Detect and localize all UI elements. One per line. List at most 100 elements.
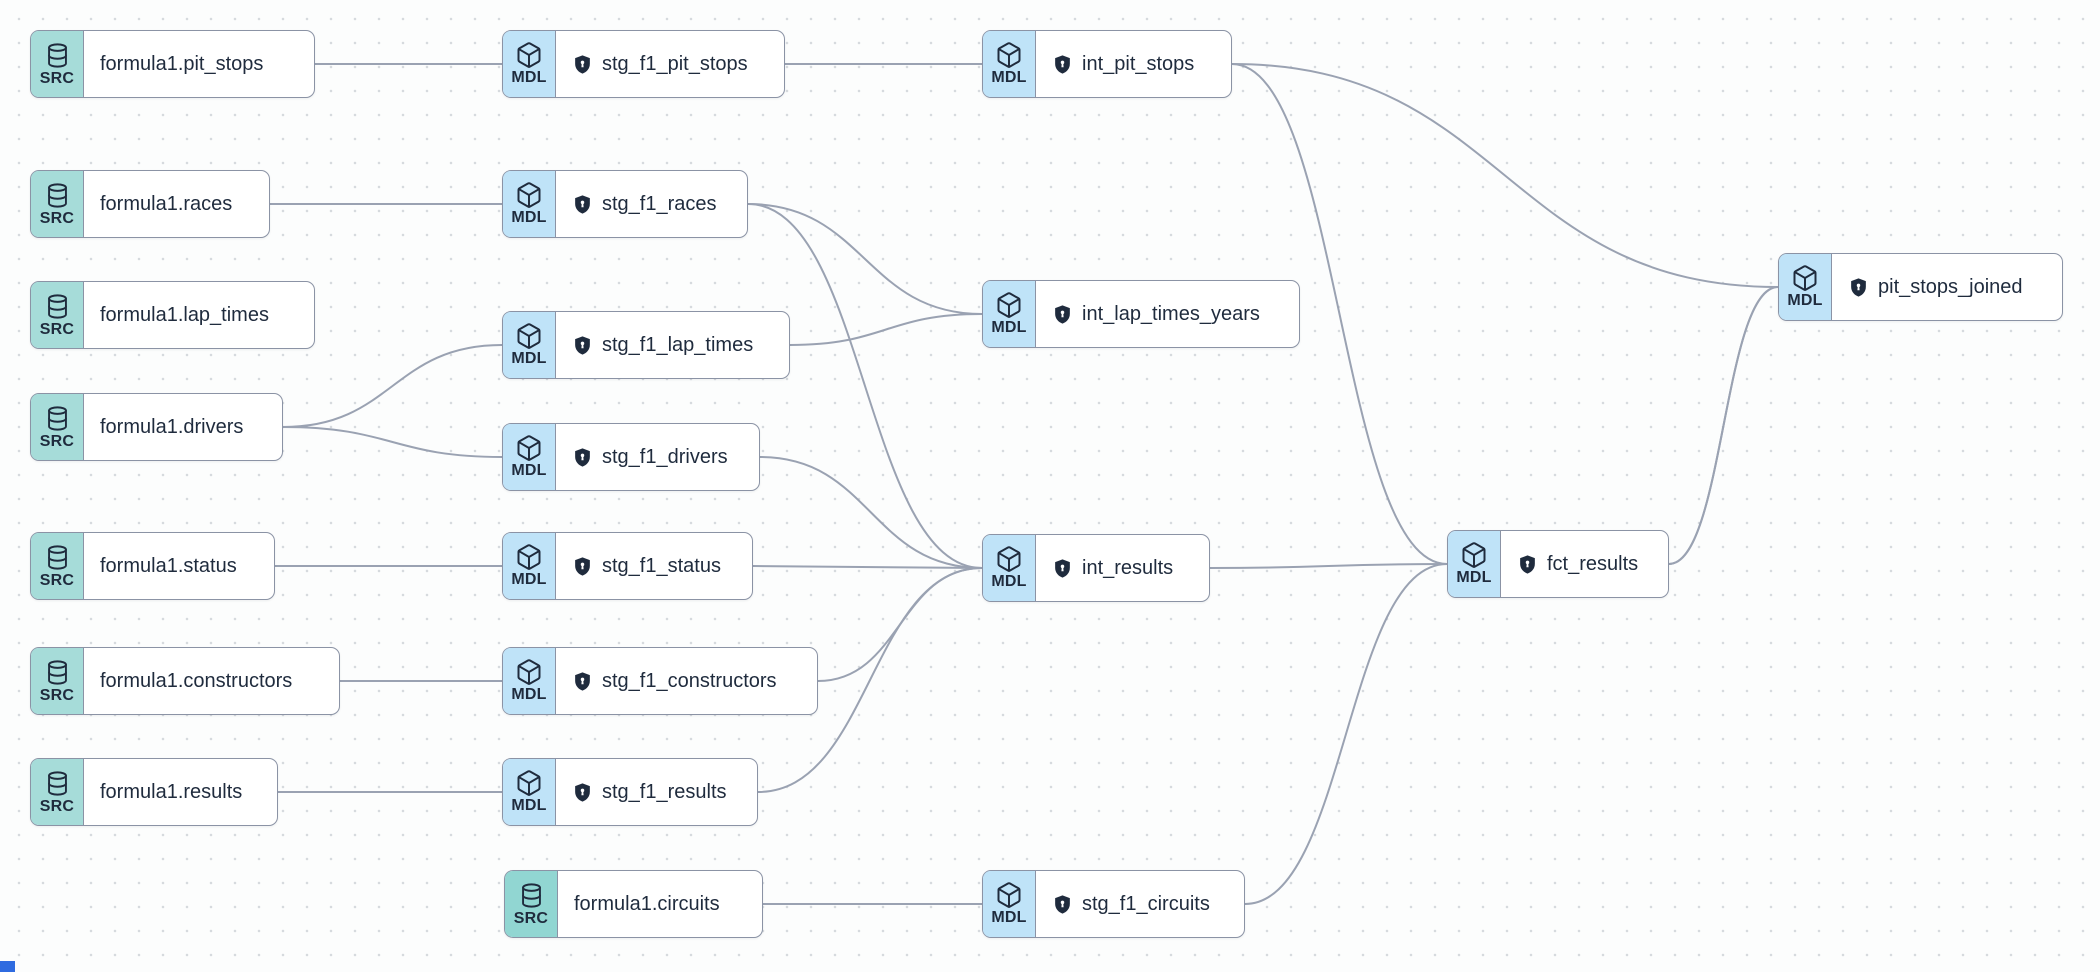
node-stg_races[interactable]: MDL stg_f1_races — [502, 170, 748, 238]
cube-icon — [515, 181, 543, 209]
cube-icon — [995, 545, 1023, 573]
node-badge-label: MDL — [511, 686, 547, 704]
node-badge-label: MDL — [511, 350, 547, 368]
edge-fct_results-to-pit_stops_joined — [1668, 286, 1779, 565]
node-label: stg_f1_constructors — [602, 669, 777, 692]
node-label: stg_f1_lap_times — [602, 333, 754, 356]
shield-icon — [1052, 894, 1073, 915]
node-label: formula1.races — [100, 192, 233, 215]
node-type-badge: SRC — [505, 871, 558, 937]
node-type-badge: MDL — [503, 759, 556, 825]
node-stg_constructors[interactable]: MDL stg_f1_constructors — [502, 647, 818, 715]
node-label: int_results — [1082, 556, 1174, 579]
node-badge-label: MDL — [991, 319, 1027, 337]
node-label-area: formula1.drivers — [84, 394, 255, 460]
node-type-badge: MDL — [1779, 254, 1832, 320]
node-label: stg_f1_races — [602, 192, 717, 215]
node-badge-label: MDL — [991, 69, 1027, 87]
node-label: formula1.pit_stops — [100, 52, 264, 75]
node-type-badge: SRC — [31, 533, 84, 599]
node-type-badge: MDL — [983, 871, 1036, 937]
viewport-corner-accent — [0, 961, 15, 972]
node-label-area: stg_f1_races — [556, 171, 729, 237]
node-label-area: formula1.status — [84, 533, 249, 599]
node-src_lap_times[interactable]: SRC formula1.lap_times — [30, 281, 315, 349]
node-badge-label: MDL — [511, 571, 547, 589]
node-src_constructors[interactable]: SRC formula1.constructors — [30, 647, 340, 715]
node-src_status[interactable]: SRC formula1.status — [30, 532, 275, 600]
node-badge-label: MDL — [991, 573, 1027, 591]
edge-stg_constructors-to-int_results — [817, 567, 983, 682]
node-label-area: int_lap_times_years — [1036, 281, 1272, 347]
node-label: stg_f1_status — [602, 554, 721, 577]
node-label: formula1.circuits — [574, 892, 720, 915]
node-type-badge: MDL — [983, 535, 1036, 601]
node-stg_results[interactable]: MDL stg_f1_results — [502, 758, 758, 826]
node-type-badge: SRC — [31, 759, 84, 825]
shield-icon — [572, 54, 593, 75]
node-label-area: stg_f1_lap_times — [556, 312, 765, 378]
node-label: formula1.constructors — [100, 669, 293, 692]
shield-icon — [572, 556, 593, 577]
shield-icon — [1052, 304, 1073, 325]
cube-icon — [995, 41, 1023, 69]
node-int_results[interactable]: MDL int_results — [982, 534, 1210, 602]
node-label-area: int_results — [1036, 535, 1185, 601]
node-src_pit_stops[interactable]: SRC formula1.pit_stops — [30, 30, 315, 98]
node-label-area: formula1.constructors — [84, 648, 304, 714]
node-label: formula1.results — [100, 780, 243, 803]
edge-int_results-to-fct_results — [1209, 563, 1448, 569]
edge-stg_status-to-int_results — [752, 565, 983, 569]
node-label: formula1.status — [100, 554, 237, 577]
database-icon — [44, 769, 71, 798]
node-label-area: fct_results — [1501, 531, 1650, 597]
node-label-area: stg_f1_constructors — [556, 648, 789, 714]
edge-stg_drivers-to-int_results — [759, 456, 983, 569]
node-label-area: formula1.pit_stops — [84, 31, 275, 97]
node-badge-label: MDL — [511, 797, 547, 815]
edge-stg_races-to-int_lap_times_years — [747, 203, 983, 315]
node-label: stg_f1_results — [602, 780, 727, 803]
node-stg_lap_times[interactable]: MDL stg_f1_lap_times — [502, 311, 790, 379]
node-type-badge: MDL — [983, 281, 1036, 347]
node-type-badge: MDL — [503, 312, 556, 378]
cube-icon — [515, 658, 543, 686]
edge-src_drivers-to-stg_lap_times — [282, 344, 503, 428]
node-src_results[interactable]: SRC formula1.results — [30, 758, 278, 826]
node-badge-label: SRC — [39, 69, 75, 87]
node-int_pit_stops[interactable]: MDL int_pit_stops — [982, 30, 1232, 98]
node-badge-label: MDL — [511, 462, 547, 480]
node-type-badge: MDL — [503, 171, 556, 237]
node-src_circuits[interactable]: SRC formula1.circuits — [504, 870, 763, 938]
cube-icon — [515, 322, 543, 350]
node-badge-label: MDL — [991, 909, 1027, 927]
node-label-area: stg_f1_pit_stops — [556, 31, 760, 97]
edge-int_pit_stops-to-pit_stops_joined — [1231, 63, 1779, 288]
node-badge-label: SRC — [39, 686, 75, 704]
edge-fct_results-to-pit_stops_joined — [1668, 286, 1779, 565]
node-badge-label: SRC — [39, 320, 75, 338]
node-stg_status[interactable]: MDL stg_f1_status — [502, 532, 753, 600]
shield-icon — [1517, 554, 1538, 575]
node-label: formula1.lap_times — [100, 303, 269, 326]
node-label: pit_stops_joined — [1878, 275, 2023, 298]
database-icon — [44, 292, 71, 321]
database-icon — [44, 658, 71, 687]
node-label: int_pit_stops — [1082, 52, 1195, 75]
node-type-badge: MDL — [503, 31, 556, 97]
node-badge-label: SRC — [39, 571, 75, 589]
node-pit_stops_joined[interactable]: MDL pit_stops_joined — [1778, 253, 2063, 321]
database-icon — [44, 41, 71, 70]
node-type-badge: SRC — [31, 648, 84, 714]
shield-icon — [572, 194, 593, 215]
node-int_lap_times_years[interactable]: MDL int_lap_times_years — [982, 280, 1300, 348]
node-type-badge: MDL — [1448, 531, 1501, 597]
